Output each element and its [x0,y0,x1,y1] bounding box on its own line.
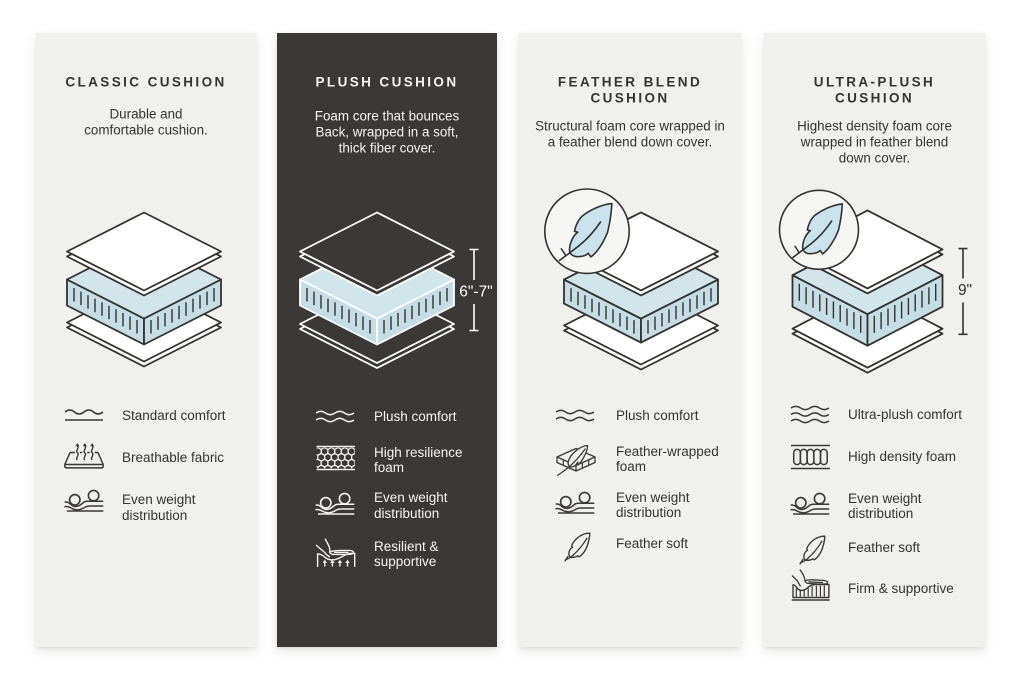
svg-text:6"-7": 6"-7" [459,284,492,301]
svg-text:9": 9" [958,282,972,299]
